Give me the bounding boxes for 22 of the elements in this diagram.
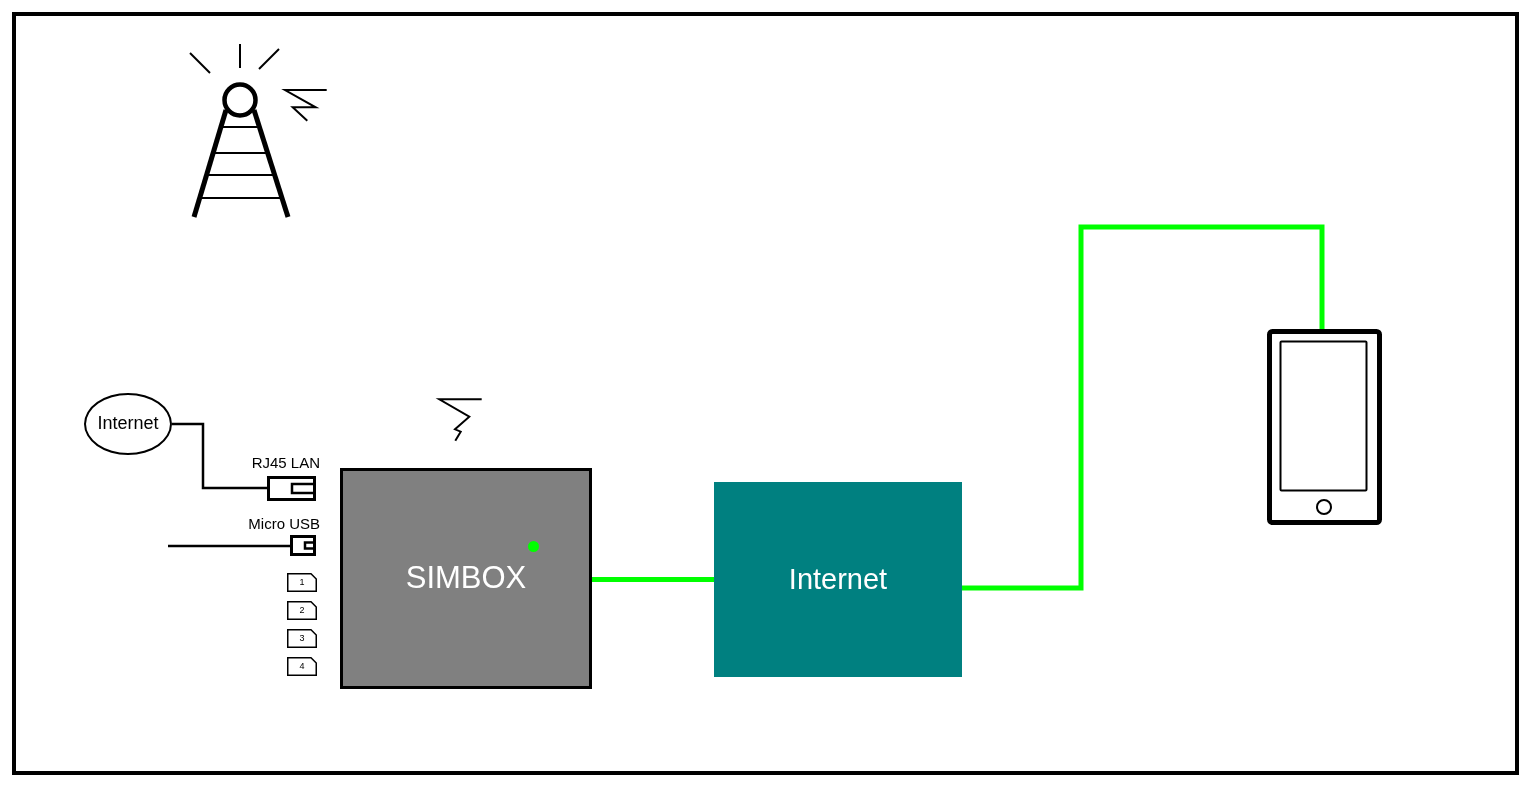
sim-card	[287, 629, 317, 648]
rj45-port-icon	[267, 476, 316, 501]
node-label: 2	[299, 605, 305, 616]
sim-card	[287, 657, 317, 676]
sim-card	[287, 573, 317, 592]
usb-port-icon	[290, 535, 316, 556]
node-label: 1	[299, 577, 305, 588]
sim-card	[287, 601, 317, 620]
network-box	[714, 482, 962, 677]
connector-line	[592, 577, 714, 582]
port-label: RJ45 LAN	[251, 453, 320, 473]
smartphone-icon	[1267, 329, 1382, 525]
node-label: Internet	[788, 563, 888, 596]
node-label: 3	[299, 633, 305, 644]
connector-line	[962, 224, 1325, 591]
node-label: 4	[299, 661, 305, 672]
node-label: SIMBOX	[405, 561, 527, 596]
connector-line	[172, 422, 267, 490]
port-label: Micro USB	[248, 514, 320, 534]
node-label: Internet	[97, 414, 159, 434]
connector-line	[168, 544, 290, 548]
device-box	[340, 468, 592, 689]
